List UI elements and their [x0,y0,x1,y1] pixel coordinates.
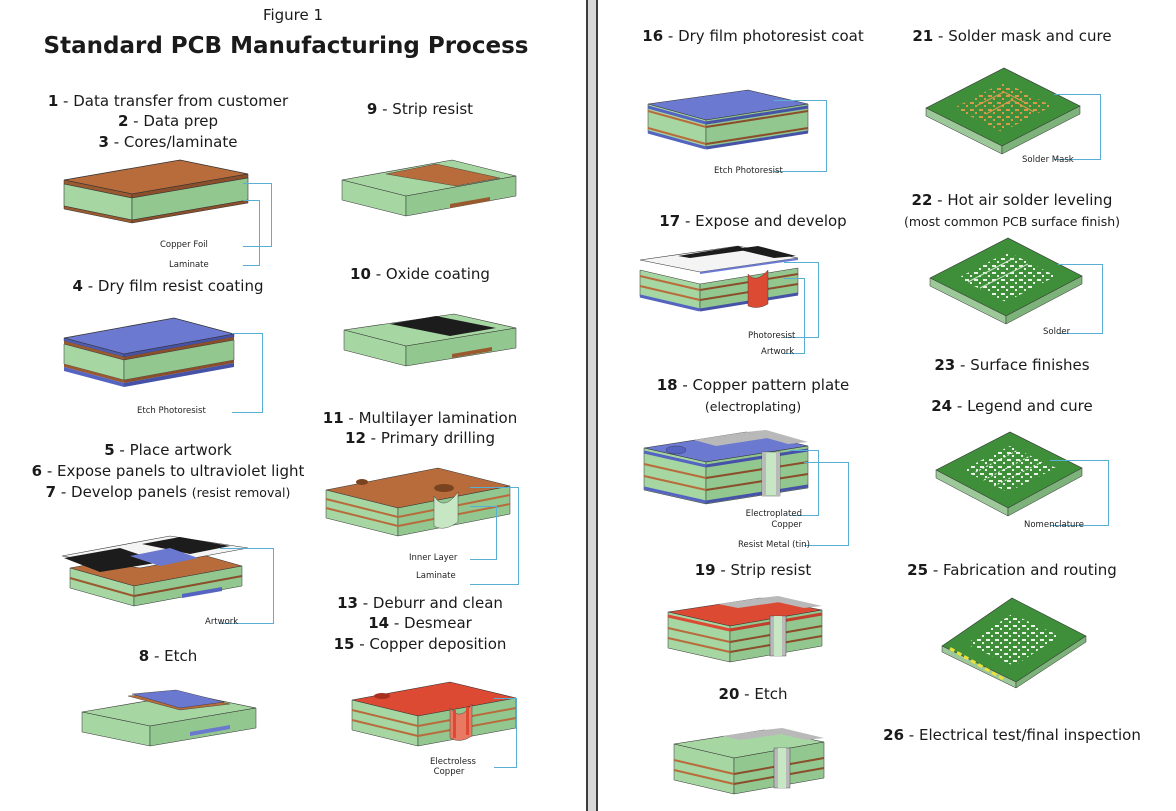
copper-clad-laminate-illustration [62,158,252,230]
artwork-b-leader [784,278,805,354]
step-14-label: 14 - Desmear [300,613,540,634]
etch-photoresist-b-leader [774,100,827,172]
page-gutter [586,0,598,811]
page-title: Standard PCB Manufacturing Process [0,36,572,57]
fabrication-routing-illustration [940,596,1090,692]
step-16-label: 16 - Dry film photoresist coat [618,26,888,47]
inner-layer-callout: Inner Layer [409,553,457,563]
step-11-label: 11 - Multilayer lamination [300,408,540,429]
step-12-label: 12 - Primary drilling [300,428,540,449]
step-4-label: 4 - Dry film resist coating [18,276,318,297]
solder-callout: Solder [1043,327,1070,337]
step-22-note: (most common PCB surface finish) [888,212,1136,233]
photoresist-callout: Photoresist [748,331,795,341]
artwork-callout: Artwork [205,617,238,627]
inner-layer-leader [470,506,497,560]
step-7-label: 7 - Develop panels (resist removal) [18,482,318,504]
right-page: 16 - Dry film photoresist coat Etch Phot… [598,0,1176,811]
etch-illustration [80,692,260,752]
copper-pattern-plate-illustration [642,430,812,510]
electroless-copper-callout-2: Copper [430,767,468,777]
step-10-label: 10 - Oxide coating [300,264,540,285]
artwork-b-callout: Artwork [761,347,794,357]
step-3-label: 3 - Cores/laminate [18,132,318,153]
strip-resist-illustration [340,158,520,224]
laminate-b-callout: Laminate [416,571,456,581]
laminate-leader [243,200,260,266]
step-9-label: 9 - Strip resist [300,99,540,120]
step-20-label: 20 - Etch [618,684,888,705]
step-23-label: 23 - Surface finishes [888,355,1136,376]
step-25-label: 25 - Fabrication and routing [888,560,1136,581]
copper-foil-callout: Copper Foil [160,240,208,250]
etch-photoresist-b-callout: Etch Photoresist [714,166,783,176]
step-5-label: 5 - Place artwork [18,440,318,461]
electroless-copper-callout-1: Electroless [430,757,468,767]
figure-label: Figure 1 [0,5,586,26]
electroplated-copper-callout-2: Copper [722,520,802,530]
step-18-note: (electroplating) [618,397,888,418]
dry-film-resist-illustration [62,316,252,392]
step-17-label: 17 - Expose and develop [618,211,888,232]
electroplated-copper-callout-1: Electroplated [722,509,802,519]
laminate-callout: Laminate [169,260,209,270]
step-2-label: 2 - Data prep [18,111,318,132]
oxide-coating-illustration [342,312,520,374]
step-21-label: 21 - Solder mask and cure [888,26,1136,47]
nomenclature-callout: Nomenclature [1024,520,1084,530]
step-19-label: 19 - Strip resist [618,560,888,581]
resist-metal-callout: Resist Metal (tin) [738,540,810,550]
expose-develop-illustration [638,246,808,316]
artwork-leader [220,548,274,624]
step-1-label: 1 - Data transfer from customer [18,91,318,112]
step-13-label: 13 - Deburr and clean [300,593,540,614]
step-26-label: 26 - Electrical test/final inspection [878,725,1146,746]
resist-metal-leader [804,462,849,546]
solder-mask-leader [1054,94,1101,160]
step-24-label: 24 - Legend and cure [888,396,1136,417]
step-22-label: 22 - Hot air solder leveling [888,190,1136,211]
step-8-label: 8 - Etch [18,646,318,667]
etch-photoresist-leader [232,333,263,413]
electroless-copper-leader [494,698,517,768]
nomenclature-leader [1050,460,1109,526]
step-18-label: 18 - Copper pattern plate [618,375,888,396]
left-page: Figure 1 Standard PCB Manufacturing Proc… [0,0,586,811]
solder-mask-callout: Solder Mask [1022,155,1074,165]
strip-resist-2-illustration [666,596,826,666]
step-15-label: 15 - Copper deposition [300,634,540,655]
etch-2-illustration [672,728,828,800]
step-6-label: 6 - Expose panels to ultraviolet light [18,461,318,482]
etch-photoresist-callout: Etch Photoresist [137,406,206,416]
solder-leader [1058,264,1103,334]
